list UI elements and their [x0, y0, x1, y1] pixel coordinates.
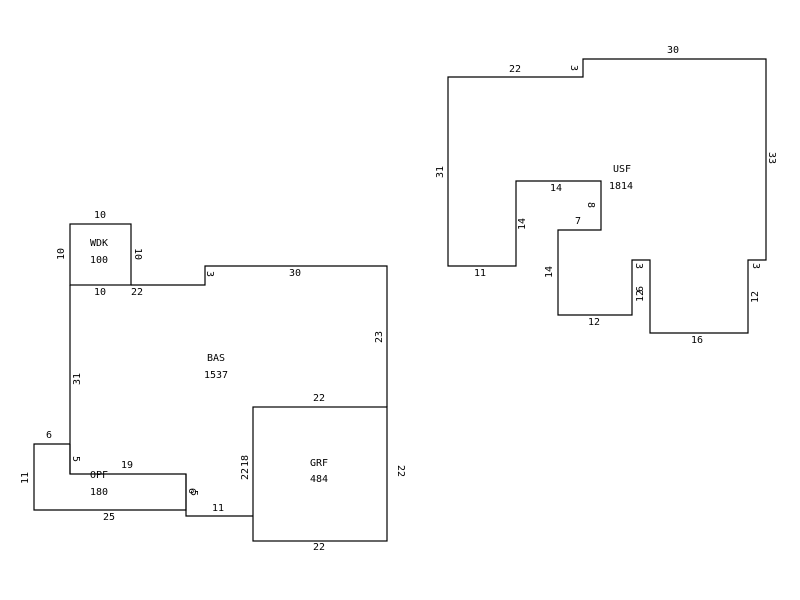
dim-usf-notch-3l: 3 — [633, 263, 644, 269]
usf-outline — [447, 58, 767, 334]
grf-outline — [252, 406, 388, 542]
dim-grf-left-22: 22 — [240, 468, 251, 480]
dim-usf-top-3: 3 — [568, 65, 579, 71]
wdk-sqft: 100 — [90, 255, 108, 266]
dim-usf-inner-8: 8 — [585, 202, 596, 208]
dim-wdk-left: 10 — [56, 248, 67, 260]
dim-opf-jog-6: 6 — [186, 488, 197, 494]
dim-opf-jog-5: 5 — [188, 490, 199, 496]
bas-code: BAS — [207, 353, 225, 364]
dim-usf-right-12: 12 — [750, 291, 761, 303]
grf-sqft: 484 — [310, 474, 328, 485]
dim-usf-inner-14v2: 14 — [544, 266, 555, 278]
dim-bas-step-3: 3 — [204, 271, 215, 277]
dim-wdk-right: 10 — [132, 248, 143, 260]
wdk-code: WDK — [90, 238, 108, 249]
usf-area: USF 1814 — [447, 58, 767, 334]
dim-usf-notch-9: 9 — [633, 286, 644, 292]
dim-usf-top-30: 30 — [667, 45, 679, 56]
dim-usf-right-3: 3 — [750, 263, 761, 269]
opf-outline — [33, 443, 187, 511]
dim-usf-bottom-16: 16 — [691, 335, 703, 346]
dim-opf-bottom-25: 25 — [103, 512, 115, 523]
wdk-outline — [69, 223, 132, 286]
dim-usf-top-22: 22 — [509, 64, 521, 75]
opf-area: OPF 180 — [33, 443, 187, 511]
dim-grf-top-22: 22 — [313, 393, 325, 404]
dim-usf-left-31: 31 — [435, 166, 446, 178]
dim-usf-bottom-11: 11 — [474, 268, 486, 279]
bas-sqft: 1537 — [204, 370, 228, 381]
usf-code: USF — [613, 164, 631, 175]
bas-outline-top — [131, 265, 388, 407]
dim-bas-bottom-11: 11 — [212, 503, 224, 514]
bas-area: BAS 1537 — [69, 265, 388, 517]
usf-sqft: 1814 — [609, 181, 633, 192]
dim-usf-bottom-12: 12 — [588, 317, 600, 328]
dim-usf-right-33: 33 — [766, 152, 777, 164]
wdk-area: WDK 100 — [69, 223, 132, 286]
dim-bas-top-30: 30 — [289, 268, 301, 279]
dim-bas-right-23: 23 — [374, 331, 385, 343]
dim-opf-19: 19 — [121, 460, 133, 471]
dim-bas-step-22: 22 — [131, 287, 143, 298]
dim-usf-inner-7: 7 — [575, 216, 581, 227]
dim-opf-top-6: 6 — [46, 430, 52, 441]
dim-grf-bottom-22: 22 — [313, 542, 325, 553]
dim-wdk-bottom: 10 — [94, 287, 106, 298]
dim-opf-left-11: 11 — [20, 472, 31, 484]
grf-area: GRF 484 — [252, 406, 388, 542]
dim-bas-left-5: 5 — [70, 456, 81, 462]
dim-bas-left-31: 31 — [72, 373, 83, 385]
dim-wdk-top: 10 — [94, 210, 106, 221]
opf-code: OPF — [90, 470, 108, 481]
dim-grf-left-18: 18 — [240, 455, 251, 467]
grf-code: GRF — [310, 458, 328, 469]
dim-usf-inner-14h: 14 — [550, 183, 562, 194]
opf-sqft: 180 — [90, 487, 108, 498]
dim-grf-right-22: 22 — [395, 465, 406, 477]
dim-usf-notch-12: 12 — [635, 290, 646, 302]
dim-usf-inner-14v: 14 — [517, 218, 528, 230]
